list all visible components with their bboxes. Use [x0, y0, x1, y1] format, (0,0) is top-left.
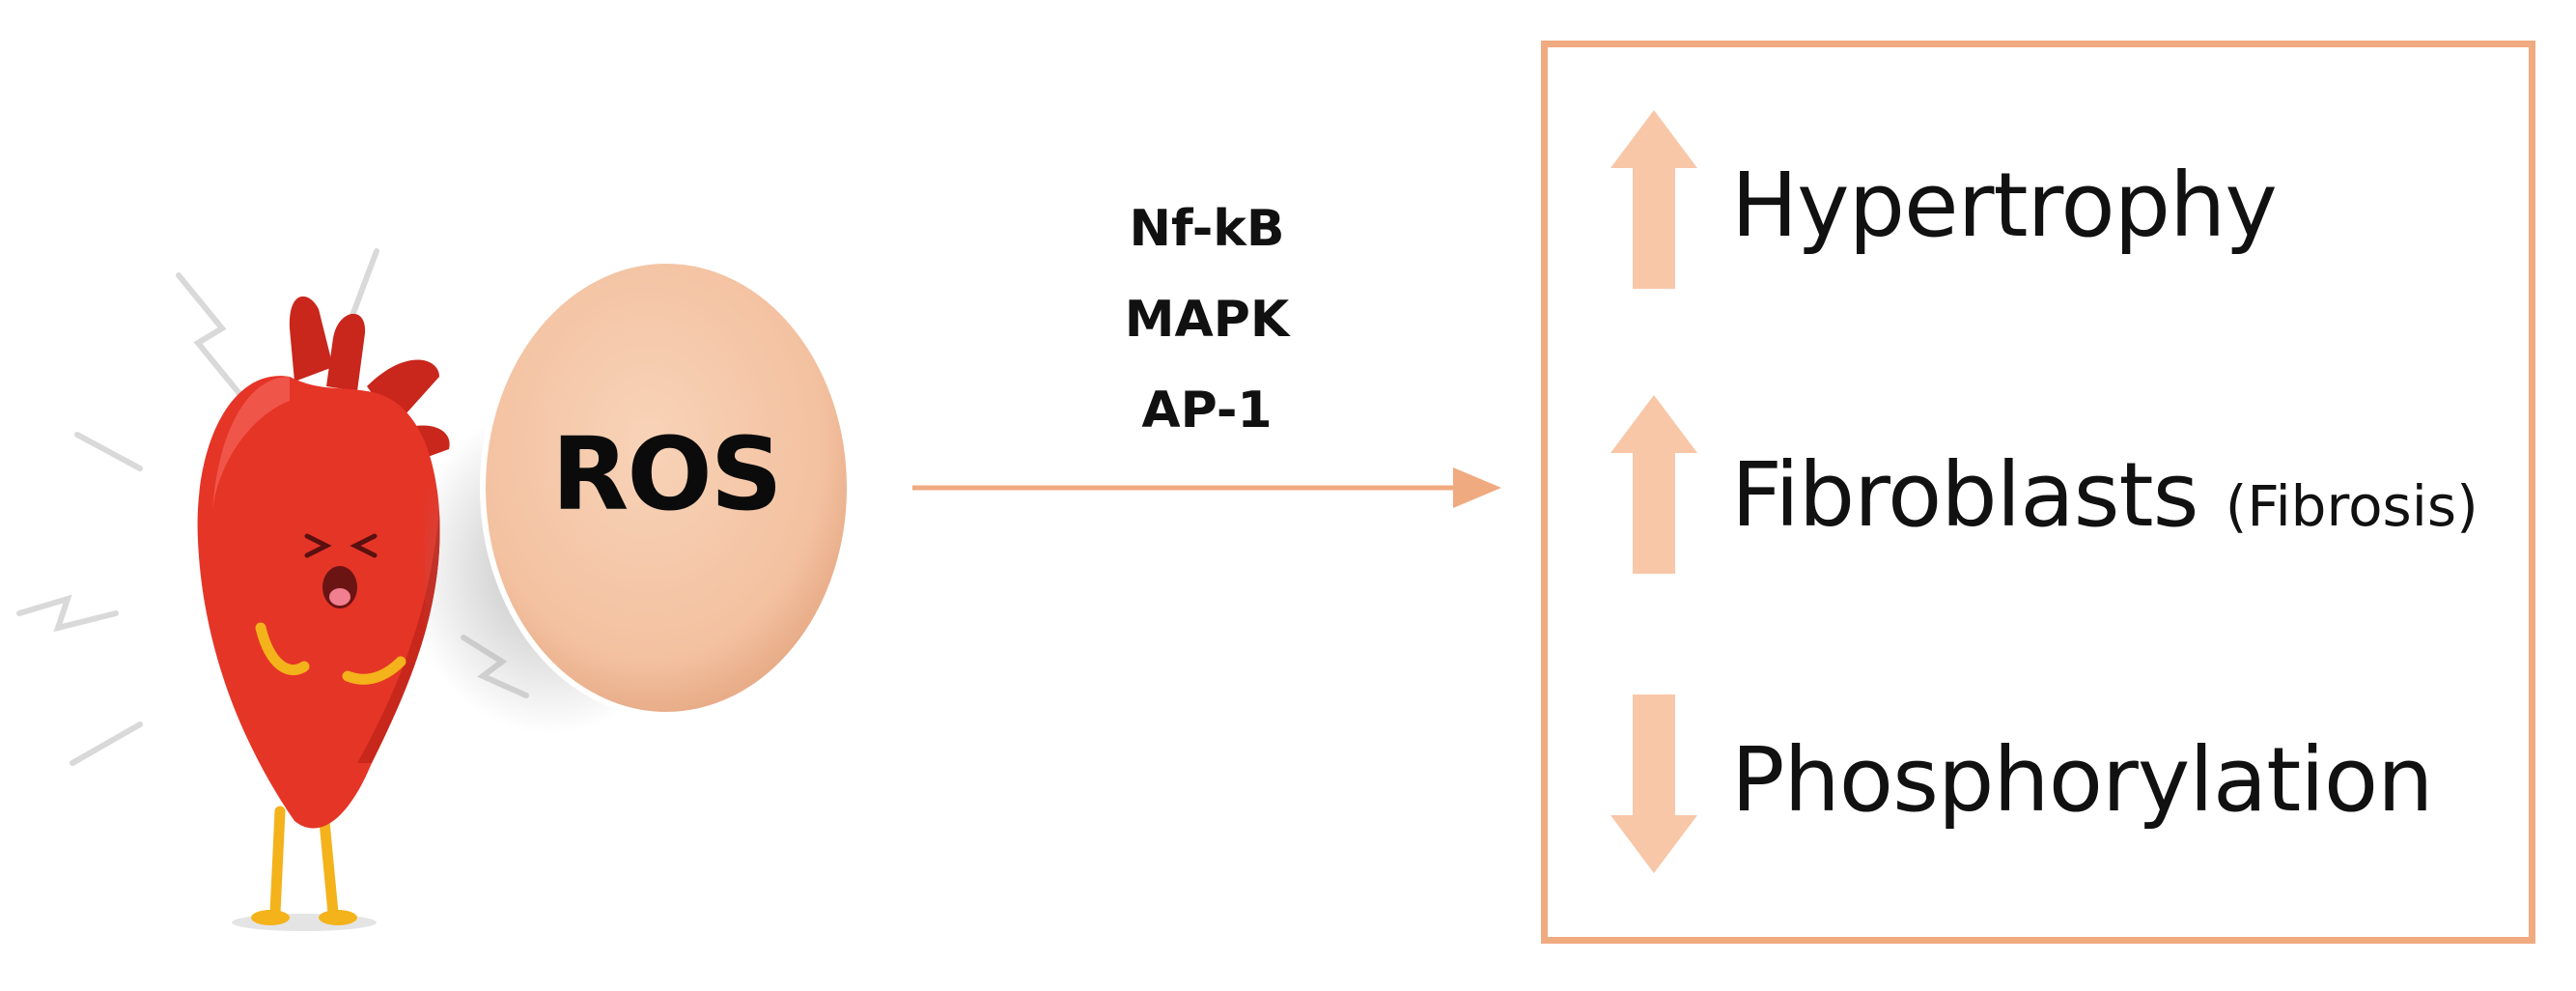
- outcome-label: Hypertrophy: [1731, 154, 2278, 257]
- pathway-label-list: Nf-kB MAPK AP-1: [1072, 184, 1342, 456]
- ros-circle-icon: [425, 258, 853, 734]
- outcome-fibroblasts: Fibroblasts (Fibrosis): [1548, 390, 2529, 583]
- outcome-phosphorylation: Phosphorylation: [1548, 685, 2529, 878]
- ros-label: ROS: [551, 415, 782, 533]
- down-arrow-icon: [1610, 694, 1697, 873]
- outcome-sublabel: (Fibrosis): [2225, 473, 2478, 539]
- outcome-box: Hypertrophy Fibroblasts (Fibrosis) Phosp…: [1541, 41, 2535, 944]
- connector-arrow-icon: [912, 467, 1501, 508]
- up-arrow-icon: [1610, 110, 1697, 289]
- outcome-label: Phosphorylation: [1731, 728, 2433, 832]
- outcome-hypertrophy: Hypertrophy: [1548, 105, 2529, 298]
- pathway-label: MAPK: [1124, 291, 1290, 349]
- outcome-label: Fibroblasts: [1731, 443, 2199, 547]
- pathway-label: AP-1: [1141, 382, 1273, 439]
- up-arrow-icon: [1610, 395, 1697, 574]
- pathway-label: Nf-kB: [1129, 200, 1285, 258]
